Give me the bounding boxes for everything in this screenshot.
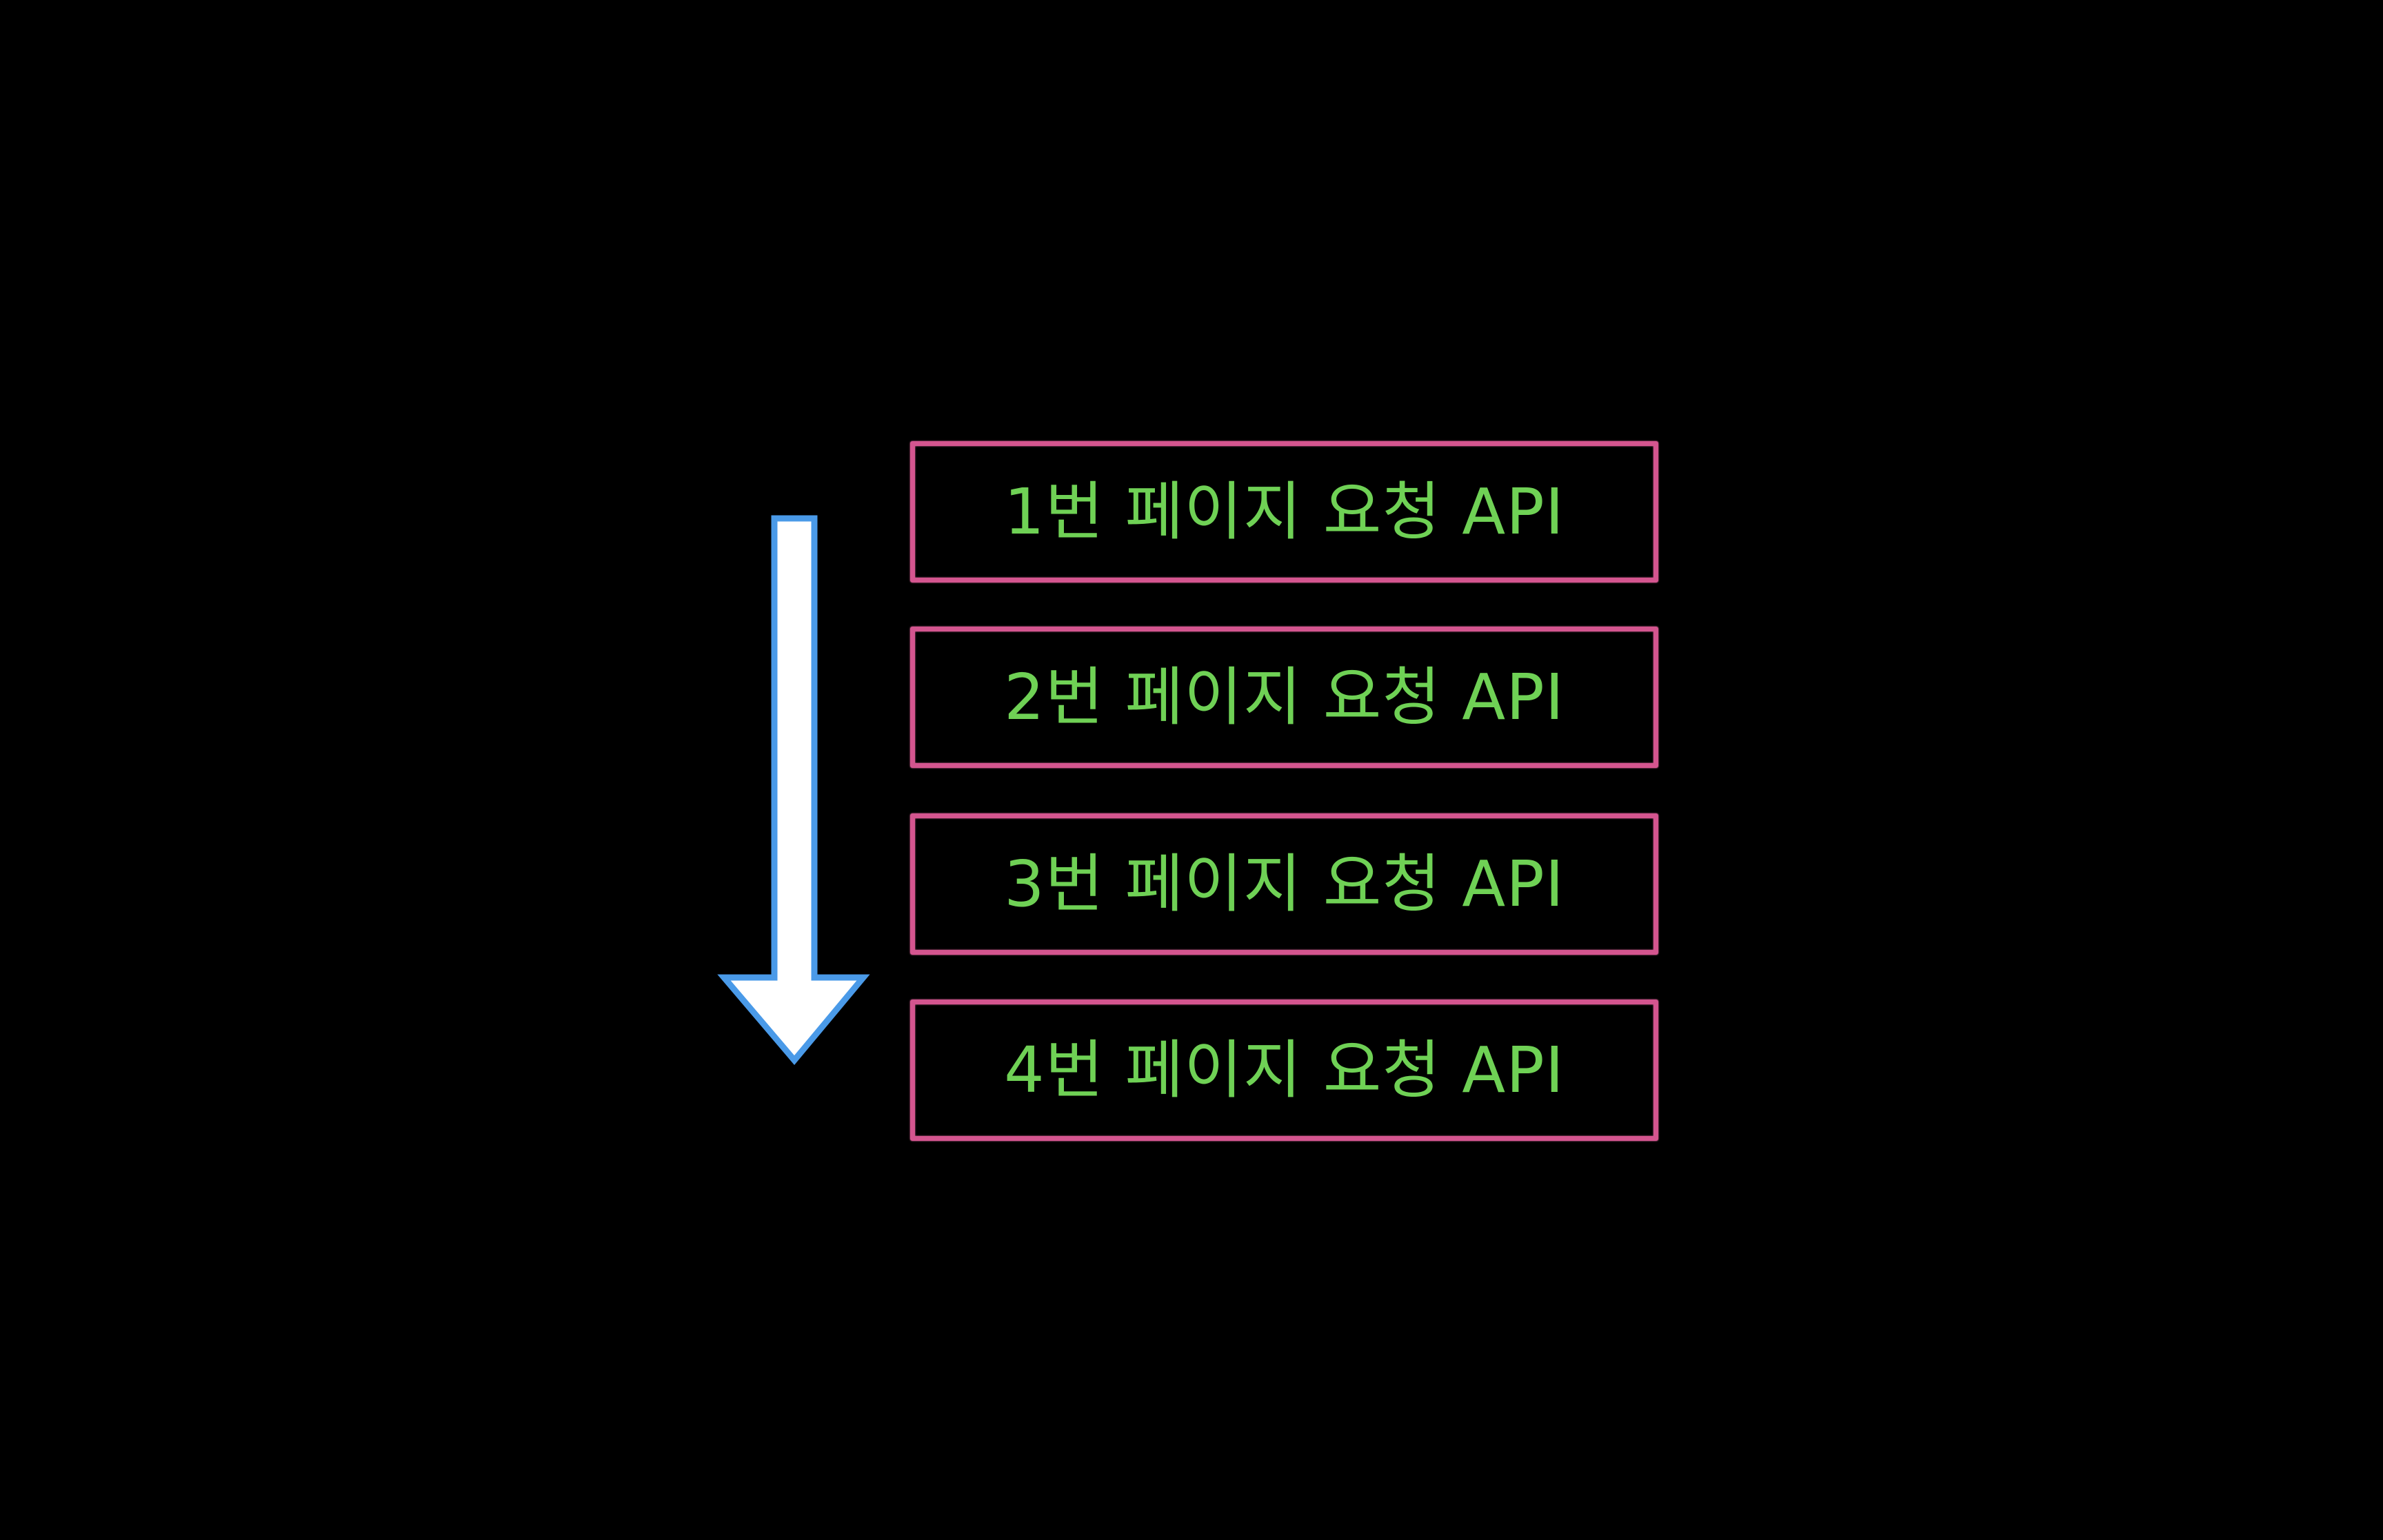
step-box-4: 4번 페이지 요청 API xyxy=(910,1000,1658,1141)
step-label-1: 1번 페이지 요청 API xyxy=(1004,474,1565,549)
step-box-1: 1번 페이지 요청 API xyxy=(910,441,1658,582)
step-label-3: 3번 페이지 요청 API xyxy=(1004,847,1565,921)
step-label-4: 4번 페이지 요청 API xyxy=(1004,1033,1565,1107)
step-box-3: 3번 페이지 요청 API xyxy=(910,813,1658,955)
step-label-2: 2번 페이지 요청 API xyxy=(1004,660,1565,734)
arrow-shape xyxy=(717,515,870,1065)
step-box-2: 2번 페이지 요청 API xyxy=(910,627,1658,768)
